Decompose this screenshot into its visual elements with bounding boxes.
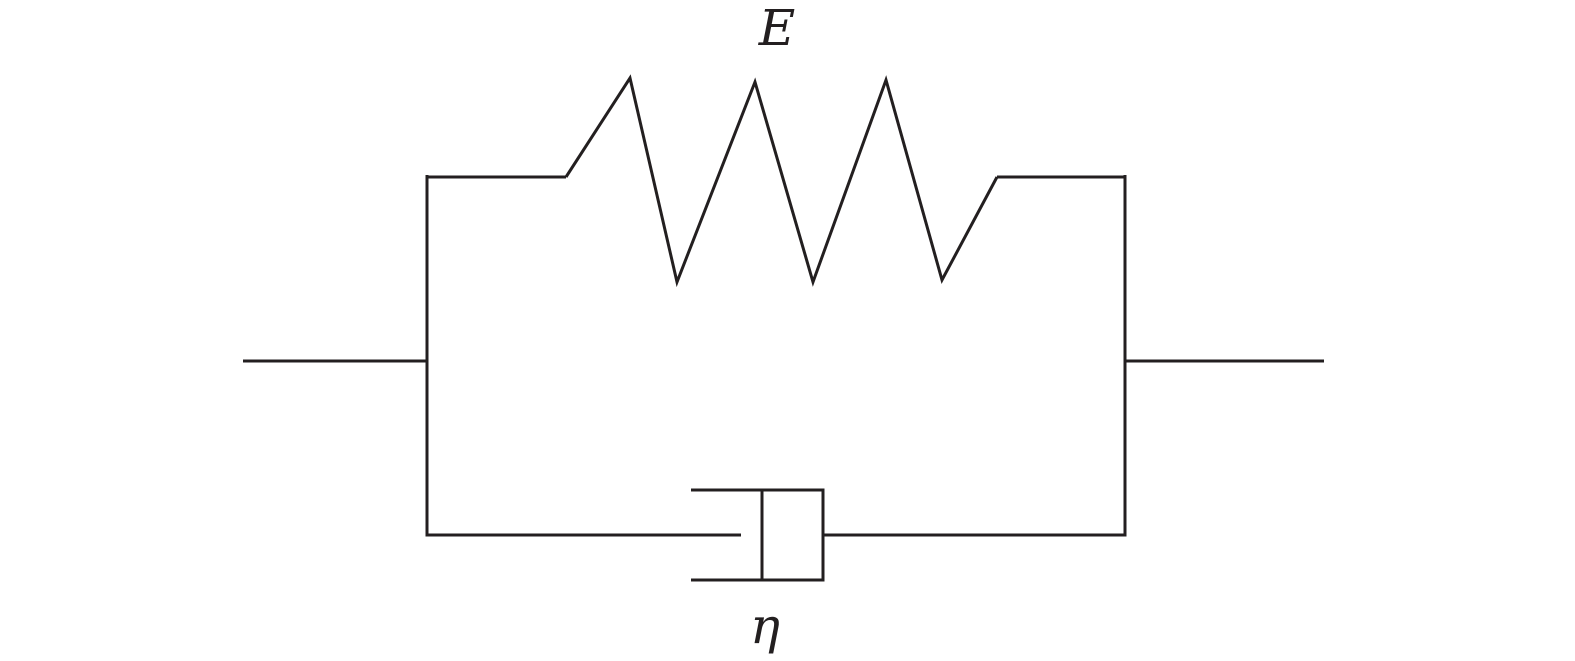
spring-label: E (758, 0, 796, 57)
dashpot-branch (425, 488, 1127, 582)
spring-branch (425, 74, 1127, 288)
dashpot-label: η (750, 597, 780, 655)
spring-zigzag (564, 74, 999, 288)
